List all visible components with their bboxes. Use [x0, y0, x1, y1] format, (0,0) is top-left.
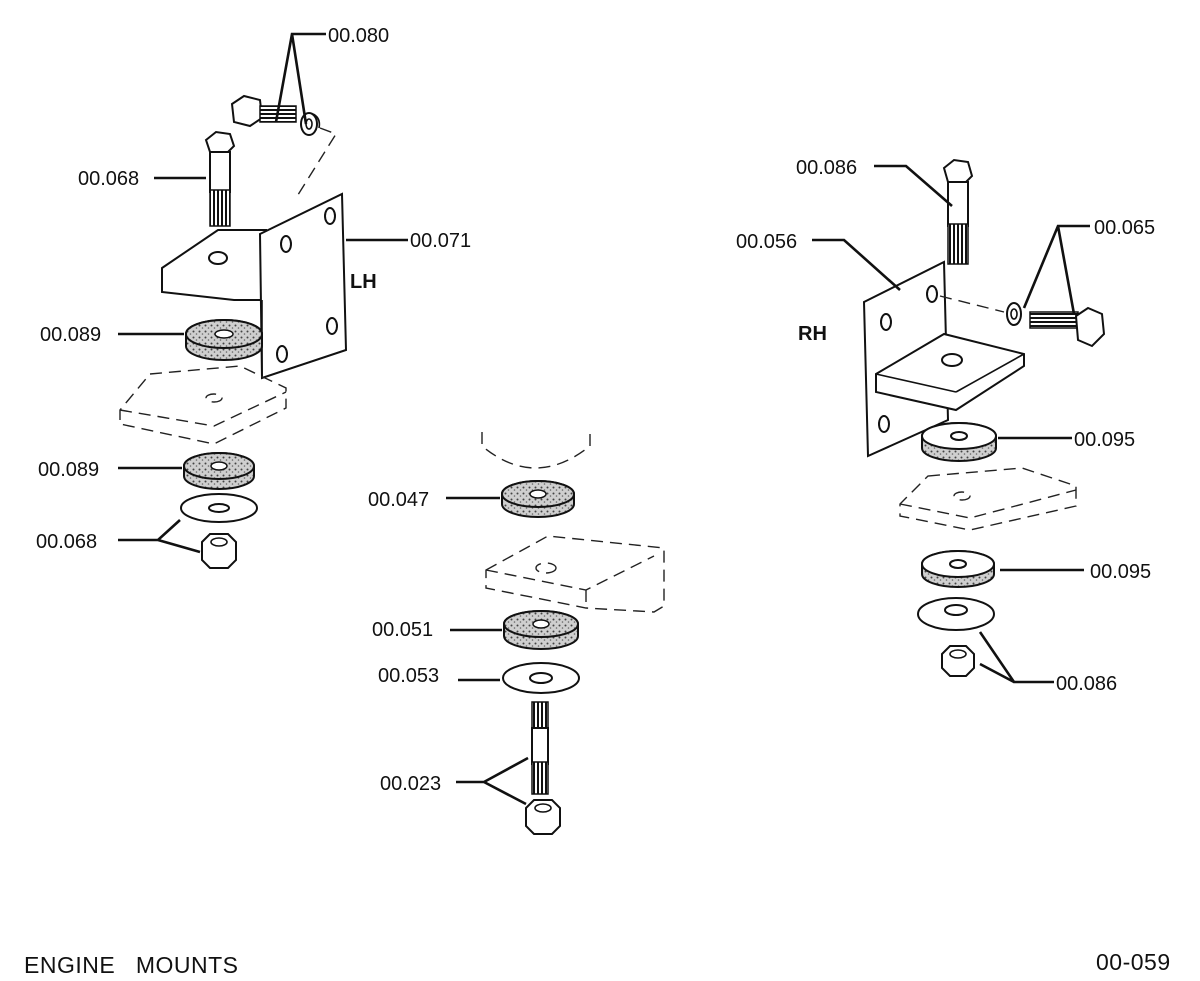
lh-assembly	[118, 32, 408, 569]
lh-side-bolt	[230, 94, 297, 128]
lh-upper-pad	[185, 319, 263, 361]
callout-center-washer: 00.053	[378, 665, 439, 687]
callout-rh-washer-nut: 00.086	[1056, 673, 1117, 695]
callout-rh-bolt-washer: 00.065	[1094, 217, 1155, 239]
callout-lh-lower-pad: 00.089	[38, 459, 99, 481]
center-lower-pad	[503, 610, 579, 650]
callout-rh-top-bolt: 00.086	[796, 157, 857, 179]
rh-upper-pad	[921, 422, 997, 462]
lh-lower-pad	[183, 452, 255, 490]
rh-nut	[941, 645, 975, 677]
lh-top-bolt	[204, 130, 236, 227]
side-label-rh: RH	[798, 323, 827, 345]
callout-center-lower-pad: 00.051	[372, 619, 433, 641]
callout-rh-upper-pad: 00.095	[1074, 429, 1135, 451]
rh-washer	[917, 597, 995, 631]
lh-nut	[201, 533, 237, 569]
rh-side-bolt	[1029, 306, 1106, 348]
caption-title: ENGINE MOUNTS	[24, 952, 239, 978]
callout-lh-top-bolt: 00.068	[78, 168, 139, 190]
center-washer	[502, 662, 580, 694]
callout-center-stud-nut: 00.023	[380, 773, 441, 795]
rh-assembly	[812, 158, 1106, 684]
rh-lower-pad	[921, 550, 995, 588]
lh-bracket	[161, 192, 348, 380]
rh-lock-washer	[1006, 302, 1022, 326]
center-assembly	[446, 432, 665, 835]
drawing-number: 00-059	[1096, 949, 1171, 975]
rh-top-bolt	[942, 158, 974, 265]
callout-rh-bracket: 00.056	[736, 231, 797, 253]
side-label-lh: LH	[350, 271, 377, 293]
center-stud	[531, 701, 549, 795]
lh-washer	[180, 493, 258, 523]
callout-lh-bolt-washer: 00.080	[328, 25, 389, 47]
callout-lh-washer-nut: 00.068	[36, 531, 97, 553]
callout-lh-bracket: 00.071	[410, 230, 471, 252]
callout-lh-upper-pad: 00.089	[40, 324, 101, 346]
callout-rh-lower-pad: 00.095	[1090, 561, 1151, 583]
callout-center-pad: 00.047	[368, 489, 429, 511]
center-nut	[525, 799, 561, 835]
center-upper-pad	[501, 480, 575, 518]
rh-bracket	[862, 260, 1025, 458]
